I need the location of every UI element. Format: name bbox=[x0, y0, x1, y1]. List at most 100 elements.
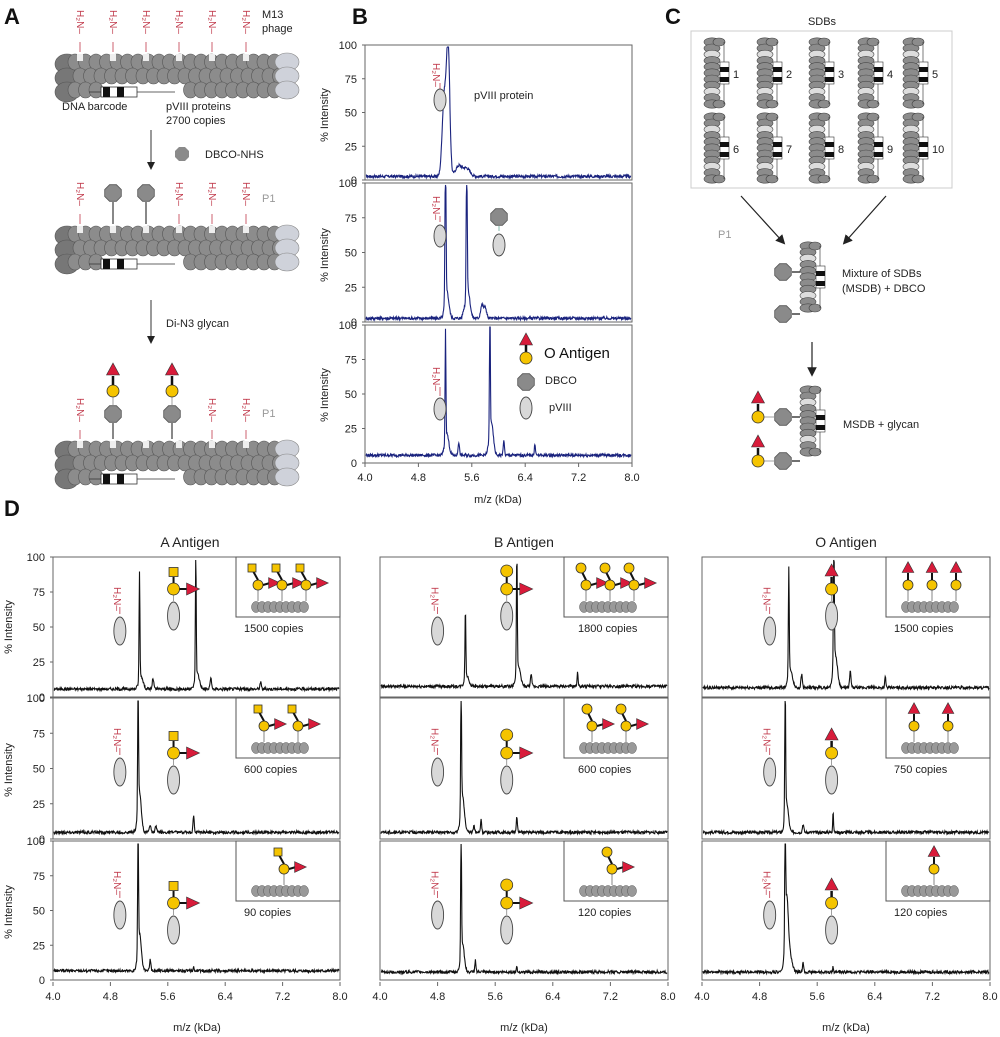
msdb-dbco-diagram bbox=[774, 241, 826, 323]
spectrum-trace bbox=[702, 700, 990, 836]
pviii-protein-icon bbox=[113, 616, 127, 646]
pviii-copies-label: 2700 copies bbox=[166, 115, 226, 127]
spectrum-trace bbox=[53, 843, 340, 975]
sdb-cap bbox=[712, 99, 726, 109]
galnac-square-icon bbox=[295, 563, 305, 573]
amine-text: H₂N– bbox=[173, 182, 184, 206]
d-ylabel-2: % Intensity bbox=[3, 743, 15, 797]
amine-group-label: H₂N– bbox=[173, 182, 184, 206]
b-annot-pviii-protein: pVIII protein bbox=[474, 90, 533, 102]
phage-label: phage bbox=[262, 23, 293, 35]
y-tick-label: 75 bbox=[345, 213, 357, 225]
sdb-barcode-frame bbox=[824, 61, 835, 85]
sdb-barcode-bar bbox=[773, 142, 782, 147]
galactose-circle-icon bbox=[500, 564, 514, 578]
mixture-label-2: (MSDB) + DBCO bbox=[842, 283, 926, 295]
y-tick-label: 100 bbox=[339, 178, 357, 190]
dbco-octagon-icon bbox=[774, 408, 792, 426]
pviii-protein-icon bbox=[167, 601, 180, 631]
inset-coat-unit bbox=[627, 742, 637, 754]
amine-group-label: H₂N– bbox=[206, 398, 217, 422]
panel-a-schematic: H₂N–H₂N–H₂N–H₂N–H₂N–H₂N– M13 phage DNA b… bbox=[54, 9, 300, 490]
amine-text: H₂N– bbox=[761, 587, 772, 611]
x-tick-label: 8.0 bbox=[332, 991, 347, 1003]
amine-text: H₂N– bbox=[74, 182, 85, 206]
galactose-circle-icon bbox=[825, 582, 838, 596]
amine-text: H₂N– bbox=[74, 10, 85, 34]
sdb-barcode-bar bbox=[816, 415, 825, 420]
y-tick-label: 50 bbox=[345, 108, 357, 120]
fucose-triangle-icon bbox=[164, 362, 180, 376]
panel-label-b: B bbox=[352, 4, 368, 29]
sdb-barcode-bar bbox=[874, 67, 883, 72]
inset-glycan-phage bbox=[251, 847, 309, 897]
pviii-protein-icon bbox=[113, 757, 127, 787]
sdb-item: 4 bbox=[857, 37, 893, 109]
inset-coat-unit bbox=[949, 742, 959, 754]
sdb-item: 10 bbox=[902, 112, 944, 184]
spectrum-trace bbox=[365, 326, 632, 459]
amine-text: H₂N– bbox=[240, 182, 251, 206]
galnac-square-icon bbox=[168, 881, 179, 891]
fucose-triangle-icon bbox=[519, 896, 534, 910]
barcode-bar bbox=[103, 474, 110, 484]
panel-label-a: A bbox=[4, 4, 20, 29]
msdb-glycan-diagram bbox=[750, 385, 826, 470]
amine-group-label: H₂N– bbox=[429, 871, 440, 895]
amine-text: H₂N– bbox=[761, 871, 772, 895]
sdb-barcode-frame bbox=[719, 136, 730, 160]
galactose-circle-icon bbox=[167, 896, 180, 910]
inset-coat-unit bbox=[299, 885, 309, 897]
pviii-protein-icon bbox=[763, 757, 777, 787]
modified-site bbox=[143, 226, 149, 233]
phage-cap-right bbox=[274, 467, 300, 487]
barcode-bar bbox=[103, 259, 110, 269]
galnac-square-icon bbox=[168, 567, 179, 577]
sdb-item bbox=[799, 385, 826, 457]
amine-text: H₂N– bbox=[74, 398, 85, 422]
amine-text: H₂N– bbox=[111, 587, 122, 611]
d-xlabel-3: m/z (kDa) bbox=[822, 1022, 870, 1034]
spectrum-trace bbox=[380, 843, 668, 976]
amine-group-label: H₂N– bbox=[206, 10, 217, 34]
d-xlabel-1: m/z (kDa) bbox=[173, 1022, 221, 1034]
m13-label: M13 bbox=[262, 9, 283, 21]
sdb-barcode-bar bbox=[816, 281, 825, 286]
x-tick-label: 6.4 bbox=[545, 991, 560, 1003]
sdb-barcode-frame bbox=[873, 136, 884, 160]
sdb-barcode-frame bbox=[873, 61, 884, 85]
amine-group-label: H₂N– bbox=[761, 871, 772, 895]
y-tick-label: 50 bbox=[33, 906, 45, 918]
d-title-a-antigen: A Antigen bbox=[160, 534, 219, 550]
sdb-cap bbox=[817, 174, 831, 184]
glycosidic-bond bbox=[252, 570, 259, 581]
fucose-triangle-icon bbox=[620, 577, 634, 589]
p1-label-a2: P1 bbox=[262, 408, 275, 420]
y-tick-label: 0 bbox=[39, 692, 45, 704]
y-tick-label: 100 bbox=[339, 320, 357, 332]
inset-glycan-phage bbox=[251, 704, 322, 754]
sdb-barcode-bar bbox=[773, 67, 782, 72]
fucose-triangle-icon bbox=[518, 332, 534, 346]
galactose-circle-icon bbox=[604, 579, 616, 591]
amine-group-label: H₂N– bbox=[173, 10, 184, 34]
sdb-barcode-frame bbox=[719, 61, 730, 85]
sdb-item: 7 bbox=[756, 112, 792, 184]
amine-text: H₂N– bbox=[430, 367, 441, 391]
amine-group-label: H₂N– bbox=[111, 728, 122, 752]
amine-group-label: H₂N– bbox=[74, 398, 85, 422]
galnac-square-icon bbox=[287, 704, 297, 714]
plot-frame bbox=[701, 840, 991, 981]
sdb-barcode-frame bbox=[772, 136, 783, 160]
amine-text: H₂N– bbox=[107, 10, 118, 34]
sdb-cap bbox=[765, 112, 779, 122]
amine-group-label: H₂N– bbox=[240, 182, 251, 206]
d-ylabel-1: % Intensity bbox=[3, 600, 15, 654]
inset-glycan-phage bbox=[575, 562, 658, 613]
glycosidic-bond bbox=[621, 712, 627, 722]
sdb-number: 6 bbox=[733, 144, 739, 156]
dbco-octagon-icon bbox=[774, 305, 792, 323]
